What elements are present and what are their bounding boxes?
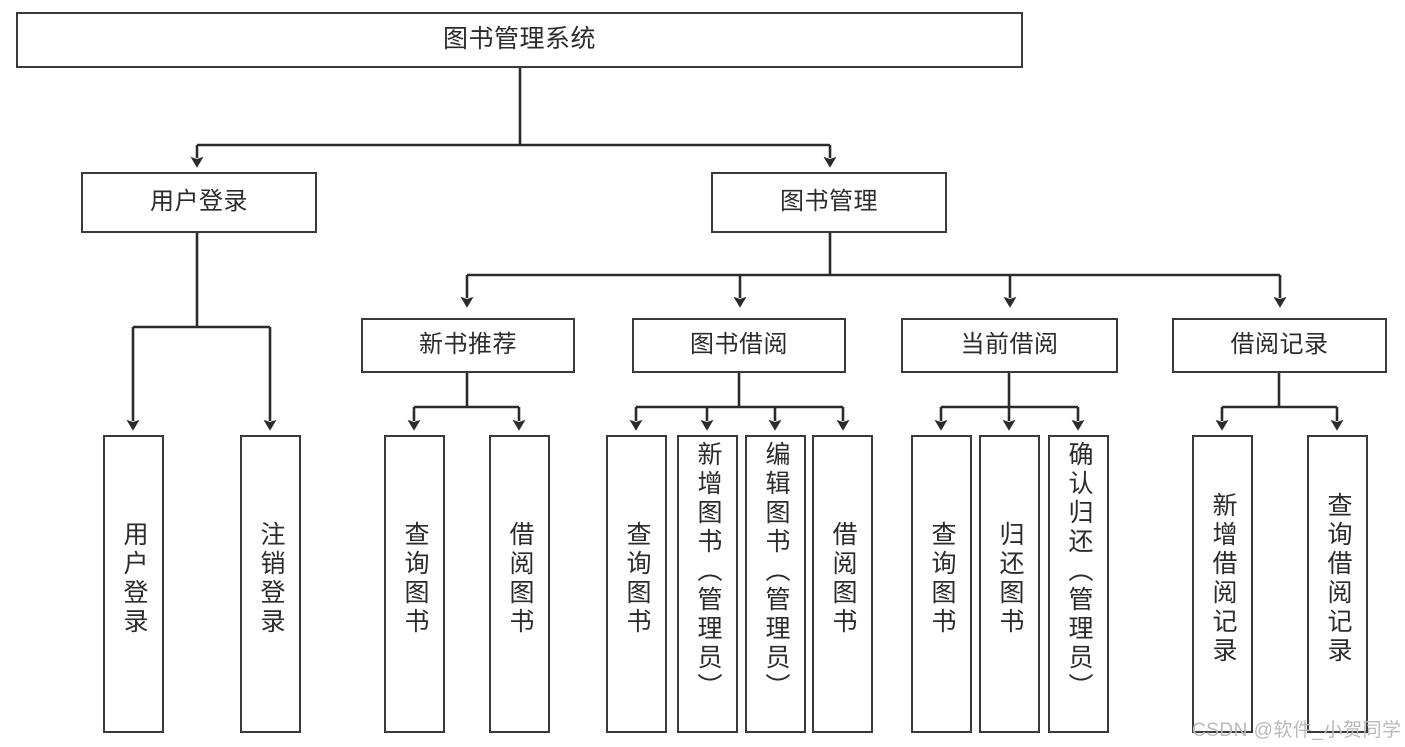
node-borrow-record[interactable]: 借阅记录 [1172,318,1387,373]
leaf-borrow-book[interactable]: 借阅图书 [812,435,873,733]
leaf-edit-book-admin[interactable]: 编辑图书（管理员） [745,435,806,733]
leaf-confirm-return-admin[interactable]: 确认归还（管理员） [1048,435,1109,733]
node-label: 借阅图书 [829,521,857,637]
leaf-return-book[interactable]: 归还图书 [979,435,1040,733]
leaf-query-book-new[interactable]: 查询图书 [384,435,445,733]
node-label: 图书管理系统 [442,25,596,54]
node-label: 用户登录 [150,188,248,216]
node-label: 新增借阅记录 [1209,492,1237,666]
node-label: 编辑图书（管理员） [762,441,790,702]
leaf-borrow-book-new[interactable]: 借阅图书 [489,435,550,733]
node-label: 确认归还（管理员） [1065,441,1093,702]
leaf-query-book-current[interactable]: 查询图书 [911,435,972,733]
node-user-login[interactable]: 用户登录 [81,172,317,233]
node-label: 借阅图书 [506,521,534,637]
leaf-add-book-admin[interactable]: 新增图书（管理员） [677,435,738,733]
node-label: 新增图书（管理员） [694,441,722,702]
node-label: 归还图书 [996,521,1024,637]
node-label: 查询借阅记录 [1324,492,1352,666]
leaf-user-login[interactable]: 用户登录 [103,435,164,733]
node-label: 查询图书 [401,521,429,637]
node-book-management[interactable]: 图书管理 [711,172,947,233]
node-label: 查询图书 [623,521,651,637]
node-root-book-management-system[interactable]: 图书管理系统 [16,12,1023,68]
node-current-borrow[interactable]: 当前借阅 [901,318,1118,373]
node-label: 借阅记录 [1230,331,1329,359]
node-label: 用户登录 [120,521,148,637]
csdn-watermark: CSDN @软件_小贺同学 [1192,720,1402,741]
node-new-book-recommend[interactable]: 新书推荐 [361,318,575,373]
node-label: 注销登录 [257,521,285,637]
node-label: 查询图书 [928,521,956,637]
node-label: 图书借阅 [690,331,788,359]
leaf-logout[interactable]: 注销登录 [240,435,301,733]
node-label: 当前借阅 [960,331,1059,359]
node-book-borrow[interactable]: 图书借阅 [632,318,846,373]
node-label: 图书管理 [780,188,878,216]
node-label: 新书推荐 [419,331,517,359]
leaf-query-borrow-record[interactable]: 查询借阅记录 [1307,435,1368,733]
leaf-add-borrow-record[interactable]: 新增借阅记录 [1192,435,1253,733]
leaf-query-book-borrow[interactable]: 查询图书 [606,435,667,733]
